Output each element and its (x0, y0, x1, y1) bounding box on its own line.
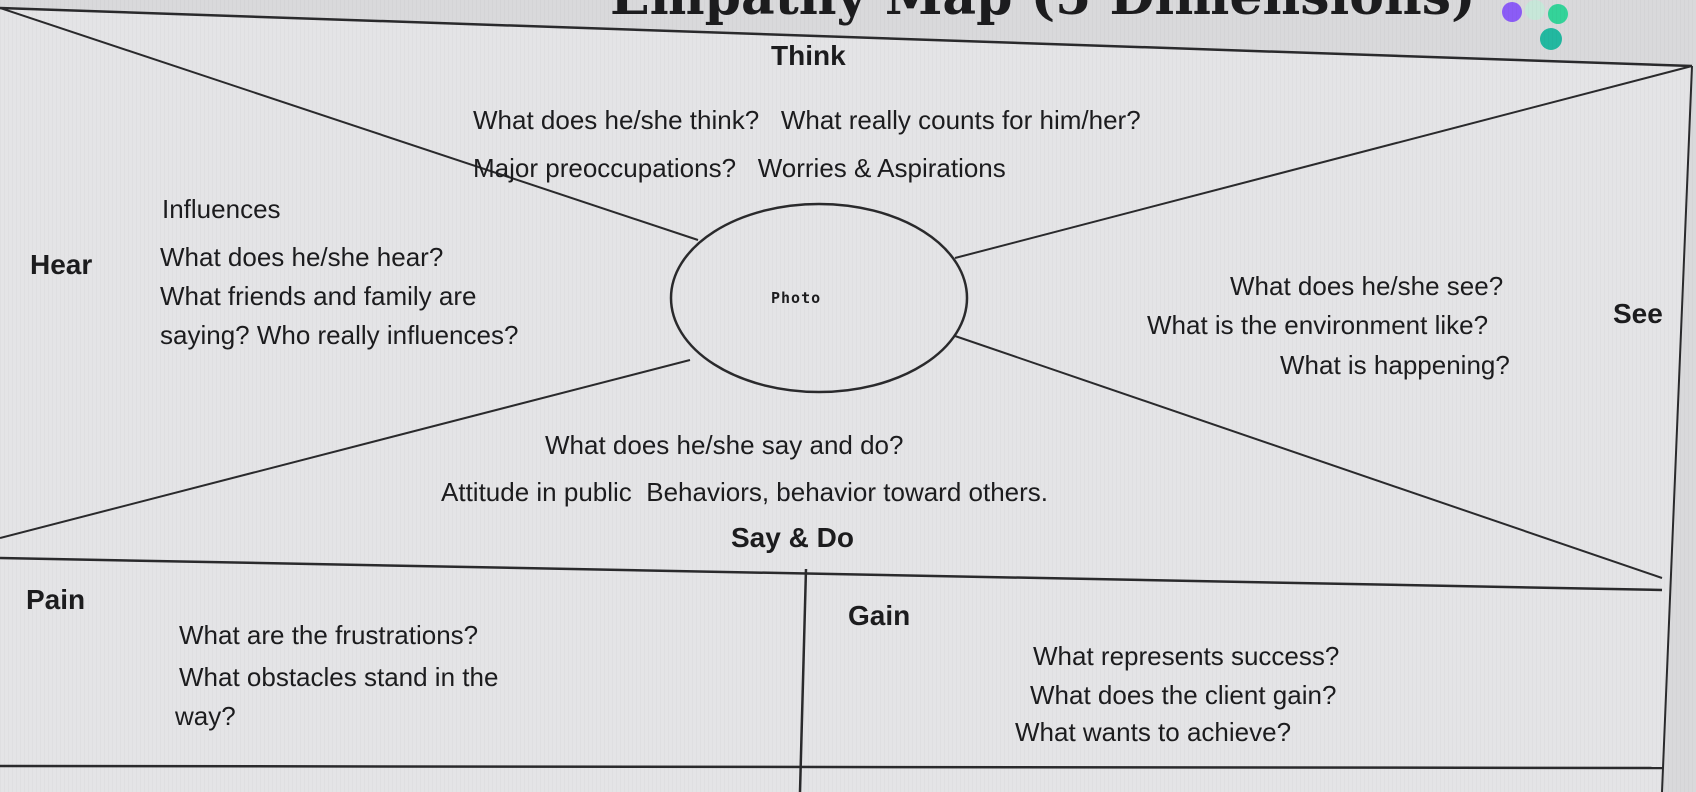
diagonal-top-left (0, 7, 699, 241)
photo-ellipse (669, 202, 969, 394)
green-dot-icon (1548, 4, 1568, 24)
gain-line-2: What does the client gain? (1030, 680, 1337, 710)
think-line-1: What does he/she think? What really coun… (473, 105, 1141, 135)
see-line-1: What does he/she see? (1230, 271, 1504, 301)
think-line-2: Major preoccupations? Worries & Aspirati… (473, 153, 1006, 183)
diagonal-top-right (954, 65, 1693, 259)
photo-label: Photo (771, 289, 822, 307)
hear-heading: Hear (30, 249, 93, 280)
pain-heading: Pain (26, 584, 86, 615)
pain-line-1: What are the frustrations? (179, 620, 479, 650)
hear-line-3: What friends and family are (160, 281, 477, 311)
see-heading: See (1613, 298, 1663, 329)
hear-line-1: Influences (162, 194, 281, 224)
frame-bottom (0, 764, 1663, 770)
say-do-line-1: What does he/she say and do? (545, 430, 904, 460)
hear-line-2: What does he/she hear? (160, 242, 444, 272)
say-do-line-2: Attitude in public Behaviors, behavior t… (441, 477, 1049, 507)
pain-line-2: What obstacles stand in the (179, 662, 499, 692)
gain-heading: Gain (848, 600, 911, 631)
gain-line-3: What wants to achieve? (1015, 717, 1292, 747)
hear-line-4: saying? Who really influences? (160, 320, 519, 350)
think-heading: Think (771, 40, 846, 71)
green-dot-icon (1525, 0, 1545, 20)
gain-line-1: What represents success? (1033, 641, 1340, 671)
diagonal-bottom-left (0, 359, 691, 539)
say-do-heading: Say & Do (731, 522, 854, 553)
page-title-partial: Empathy Map (5 Dimensions) (610, 0, 1476, 27)
purple-dot-icon (1502, 2, 1522, 22)
pain-gain-separator (0, 556, 1663, 592)
see-line-3: What is happening? (1280, 350, 1510, 380)
diagonal-bottom-right (954, 335, 1663, 579)
pain-gain-divider (798, 568, 808, 792)
teal-dot-icon (1540, 28, 1562, 50)
map-panel (0, 8, 1692, 792)
frame-right (1661, 65, 1693, 792)
frame-top (0, 6, 1693, 68)
pain-line-3: way? (175, 701, 236, 731)
see-line-2: What is the environment like? (1147, 310, 1489, 340)
